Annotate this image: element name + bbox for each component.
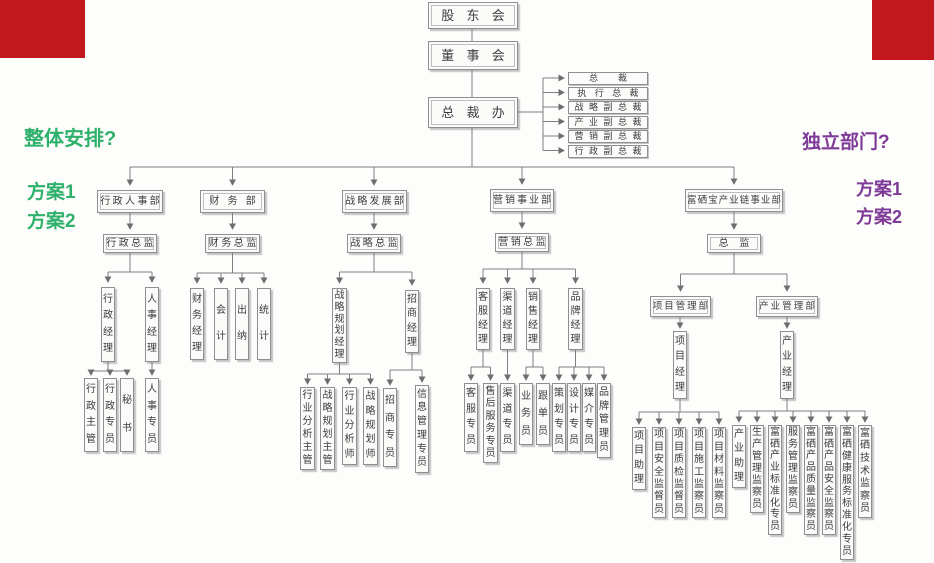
node-industry-manager: 产业经理 bbox=[780, 331, 794, 399]
node-accountant: 会计 bbox=[214, 288, 228, 360]
node-channel-manager: 渠道经理 bbox=[500, 288, 515, 350]
node-selenium-technology-inspector: 富硒技术监察员 bbox=[858, 425, 872, 518]
annotation-left-option-1: 方案1 bbox=[27, 182, 76, 203]
node-salesperson: 业务员 bbox=[519, 383, 533, 445]
annotation-left-question: 整体安排? bbox=[24, 128, 117, 150]
node-strategy-director: 战略总监 bbox=[347, 234, 401, 253]
node-design-specialist: 设计专员 bbox=[567, 383, 581, 452]
node-industry-assistant: 产业助理 bbox=[732, 425, 746, 488]
node-media-specialist: 媒介专员 bbox=[582, 383, 596, 452]
node-sales-manager: 销售经理 bbox=[526, 288, 540, 350]
node-finance-manager: 财务经理 bbox=[190, 288, 204, 360]
node-admin-dept: 行政人事部 bbox=[97, 190, 163, 213]
node-finance-dept: 财务部 bbox=[200, 190, 265, 213]
node-shareholders: 股东会 bbox=[428, 2, 518, 29]
node-admin-manager: 行政经理 bbox=[101, 287, 115, 362]
node-hr-specialist: 人事专员 bbox=[145, 378, 159, 452]
node-finance-director: 财务总监 bbox=[205, 234, 260, 253]
node-customer-service-manager: 客服经理 bbox=[476, 288, 490, 350]
node-admin-supervisor: 行政主管 bbox=[84, 378, 98, 452]
node-hr-manager: 人事经理 bbox=[145, 287, 159, 362]
node-strategy-planning-manager: 战略规划经理 bbox=[332, 288, 347, 363]
node-investment-manager: 招商经理 bbox=[405, 290, 419, 353]
node-production-management-inspector: 生产管理监察员 bbox=[750, 425, 764, 513]
red-bar-right bbox=[872, 0, 934, 60]
node-exec-marketing-vp: 营销副总裁 bbox=[568, 130, 648, 143]
red-bar-left bbox=[0, 0, 85, 58]
node-channel-specialist: 渠道专员 bbox=[500, 383, 515, 452]
node-cashier: 出纳 bbox=[235, 288, 249, 360]
node-planning-specialist: 策划专员 bbox=[552, 383, 566, 452]
node-brand-manager: 品牌经理 bbox=[568, 288, 583, 350]
node-selenium-product-safety-inspector: 富硒产品安全监察员 bbox=[822, 425, 836, 535]
node-project-management-dept: 项目管理部 bbox=[650, 296, 711, 317]
node-exec-president: 总裁 bbox=[568, 72, 648, 85]
node-secretary: 秘书 bbox=[120, 378, 134, 452]
node-investment-specialist: 招商专员 bbox=[383, 388, 397, 467]
node-brand-administrator: 品牌管理员 bbox=[597, 383, 611, 458]
annotation-right-option-1: 方案1 bbox=[856, 179, 903, 199]
node-strategy-planner: 战略规划师 bbox=[363, 387, 378, 465]
node-project-construction-inspector: 项目施工监察员 bbox=[692, 427, 706, 518]
node-project-quality-supervisor: 项目质检监督员 bbox=[672, 427, 686, 518]
node-industry-analysis-supervisor: 行业分析主管 bbox=[300, 387, 315, 470]
node-exec-admin-vp: 行政副总裁 bbox=[568, 144, 648, 158]
node-project-material-inspector: 项目材料监察员 bbox=[712, 427, 726, 518]
annotation-right-question: 独立部门? bbox=[802, 132, 890, 153]
node-exec-industry-vp: 产业副总裁 bbox=[568, 115, 648, 129]
node-info-management-specialist: 信息管理专员 bbox=[415, 385, 429, 473]
node-selenium-product-quality-inspector: 富硒产品质量监察员 bbox=[804, 425, 818, 535]
annotation-right-option-2: 方案2 bbox=[856, 207, 903, 227]
node-fuxi-director: 总监 bbox=[707, 234, 761, 253]
node-fuxi-dept: 富硒宝产业链事业部 bbox=[685, 189, 783, 212]
node-project-assistant: 项目助理 bbox=[632, 427, 646, 490]
node-admin-specialist: 行政专员 bbox=[103, 378, 117, 452]
node-project-manager: 项目经理 bbox=[673, 331, 687, 399]
node-exec-executive-president: 执行总裁 bbox=[568, 86, 648, 100]
node-exec-strategy-vp: 战略副总裁 bbox=[568, 101, 648, 114]
node-admin-director: 行政总监 bbox=[103, 234, 157, 253]
node-strategy-dept: 战略发展部 bbox=[342, 190, 407, 213]
annotation-left-option-2: 方案2 bbox=[27, 211, 76, 232]
node-industry-analyst: 行业分析师 bbox=[342, 387, 357, 465]
node-board: 董事会 bbox=[428, 41, 518, 70]
node-strategy-planning-supervisor: 战略规划主管 bbox=[320, 387, 335, 470]
node-customer-service-specialist: 客服专员 bbox=[464, 383, 478, 452]
node-project-safety-supervisor: 项目安全监督员 bbox=[652, 427, 666, 518]
node-selenium-industry-standardization-specialist: 富硒产业标准化专员 bbox=[768, 425, 782, 535]
node-marketing-director: 营销总监 bbox=[495, 233, 549, 252]
node-selenium-health-service-standardization-specialist: 富硒健康服务标准化专员 bbox=[840, 425, 854, 560]
node-president-office: 总裁办 bbox=[428, 97, 518, 128]
node-industry-management-dept: 产业管理部 bbox=[756, 296, 818, 317]
node-order-clerk: 跟单员 bbox=[536, 383, 550, 445]
node-statistician: 统计 bbox=[257, 288, 271, 360]
node-after-sales-specialist: 售后服务专员 bbox=[483, 383, 498, 463]
node-service-management-inspector: 服务管理监察员 bbox=[786, 425, 800, 513]
node-marketing-dept: 营销事业部 bbox=[490, 189, 554, 212]
